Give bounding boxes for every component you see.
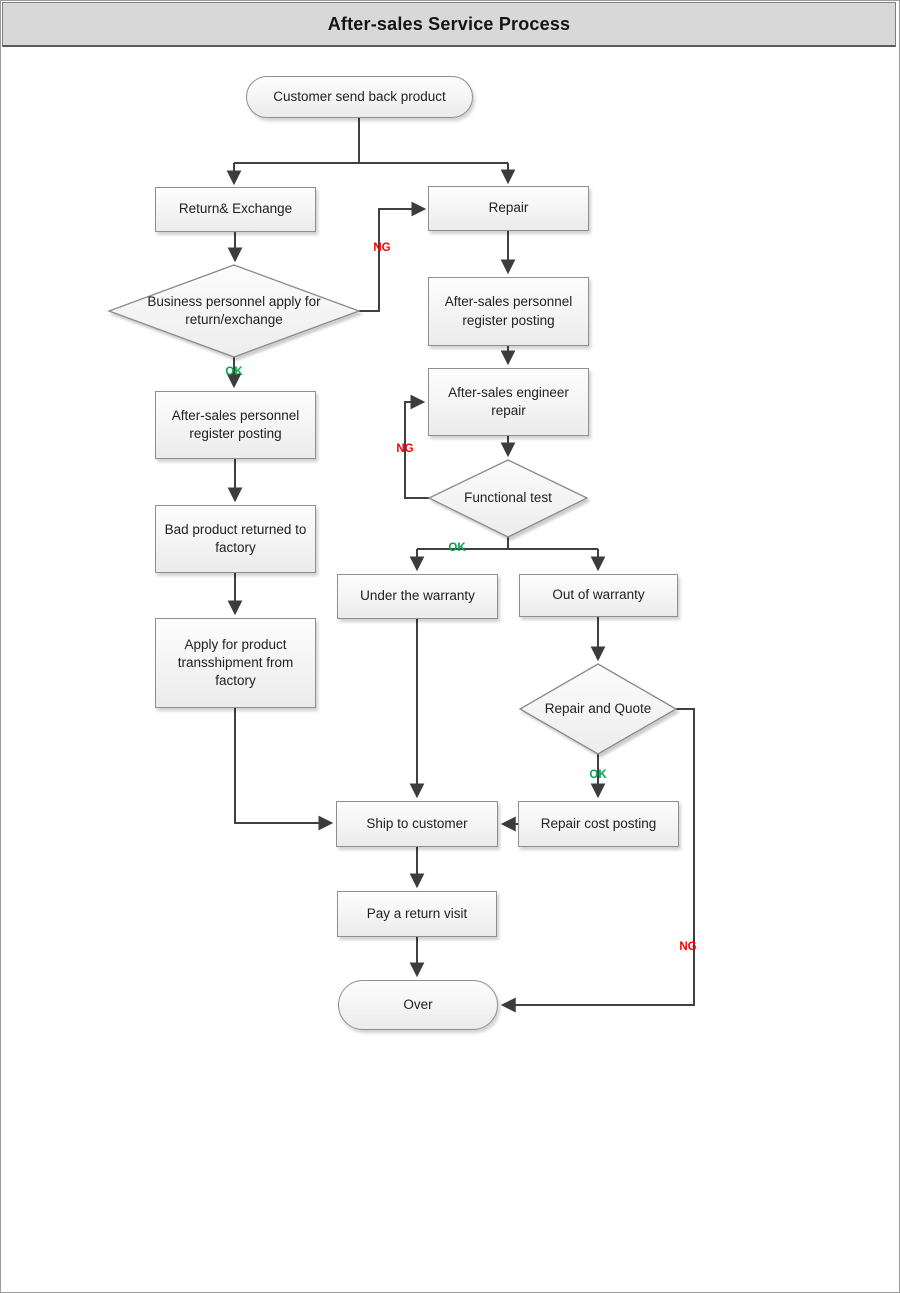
edge-label-ok-functional: OK bbox=[448, 542, 466, 554]
node-start: Customer send back product bbox=[246, 76, 473, 118]
edge-ng-to-repair bbox=[359, 201, 427, 312]
edge-label-ng-quote: NG bbox=[679, 941, 697, 953]
page-title: After-sales Service Process bbox=[2, 2, 896, 47]
node-return-visit: Pay a return visit bbox=[337, 891, 497, 937]
node-engineer-repair: After-sales engineer repair bbox=[428, 368, 589, 436]
node-ship: Ship to customer bbox=[336, 801, 498, 847]
node-repair-cost: Repair cost posting bbox=[518, 801, 679, 847]
node-under-warranty: Under the warranty bbox=[337, 574, 498, 619]
edge-label-ok-apply: OK bbox=[225, 366, 243, 378]
decision-repair-quote-label: Repair and Quote bbox=[544, 700, 652, 716]
edge-apply-to-ship bbox=[234, 708, 334, 831]
node-register-right: After-sales personnel register posting bbox=[428, 277, 589, 346]
node-bad-product: Bad product returned to factory bbox=[155, 505, 316, 573]
node-return-exchange: Return& Exchange bbox=[155, 187, 316, 232]
edge-label-ng-apply: NG bbox=[373, 242, 391, 254]
node-register-left: After-sales personnel register posting bbox=[155, 391, 316, 459]
node-out-warranty: Out of warranty bbox=[519, 574, 678, 617]
decision-functional-test-label: Functional test bbox=[464, 489, 552, 505]
node-apply-transshipment: Apply for product transshipment from fac… bbox=[155, 618, 316, 708]
edge-label-ok-quote: OK bbox=[589, 769, 607, 781]
node-repair: Repair bbox=[428, 186, 589, 231]
edge-ng-quote-to-over bbox=[500, 708, 695, 1013]
node-over: Over bbox=[338, 980, 498, 1030]
decision-apply-label: Business personnel apply for return/exch… bbox=[147, 293, 321, 327]
edge-label-ng-functional: NG bbox=[396, 443, 414, 455]
